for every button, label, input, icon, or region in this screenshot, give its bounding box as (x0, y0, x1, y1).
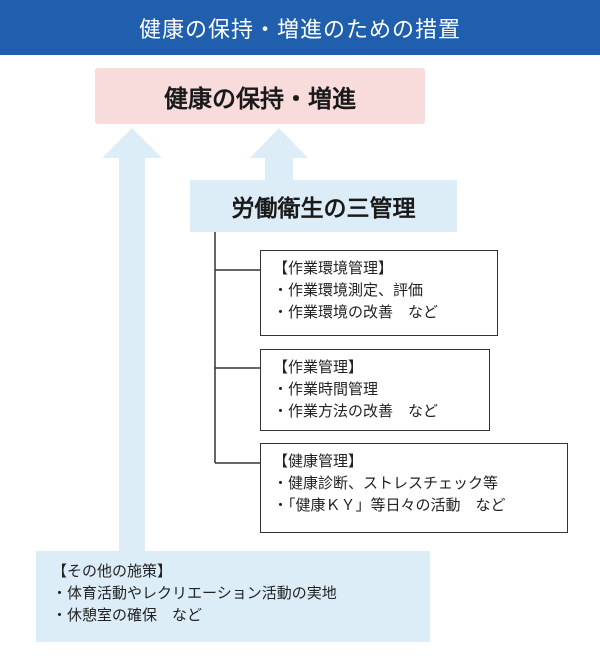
box-item: ・健康診断、ストレスチェック等 (273, 474, 499, 492)
box-title: 【作業環境管理】 (273, 259, 394, 277)
other-item: ・休憩室の確保 など (52, 606, 203, 624)
other-item: ・体育活動やレクリエーション活動の実地 (52, 584, 337, 602)
box-title: 【作業管理】 (273, 358, 364, 376)
box-title: 【健康管理】 (273, 452, 364, 470)
header-title: 健康の保持・増進のための措置 (138, 17, 461, 43)
other-measures-box: 【その他の施策】 ・体育活動やレクリエーション活動の実地 ・休憩室の確保 など (36, 551, 430, 642)
work-management-box: 【作業管理】 ・作業時間管理 ・作業方法の改善 など (260, 349, 490, 431)
box-item: ・作業環境測定、評価 (273, 281, 424, 299)
health-management-box: 【健康管理】 ・健康診断、ストレスチェック等 ・「健康ＫＹ」等日々の活動 など (260, 443, 568, 533)
management-title: 労働衛生の三管理 (231, 196, 416, 222)
goal-box: 健康の保持・増進 (95, 68, 425, 124)
long-up-arrow (102, 128, 162, 551)
box-item: ・作業環境の改善 など (273, 303, 439, 321)
box-item: ・「健康ＫＹ」等日々の活動 など (273, 496, 506, 514)
box-item: ・作業方法の改善 など (273, 402, 439, 420)
short-up-arrow (250, 128, 308, 180)
management-title-box: 労働衛生の三管理 (190, 180, 457, 232)
other-title: 【その他の施策】 (52, 562, 173, 580)
goal-label: 健康の保持・増進 (164, 84, 356, 113)
header-banner: 健康の保持・増進のための措置 (0, 0, 600, 55)
work-environment-box: 【作業環境管理】 ・作業環境測定、評価 ・作業環境の改善 など (260, 250, 498, 336)
box-item: ・作業時間管理 (273, 380, 379, 398)
